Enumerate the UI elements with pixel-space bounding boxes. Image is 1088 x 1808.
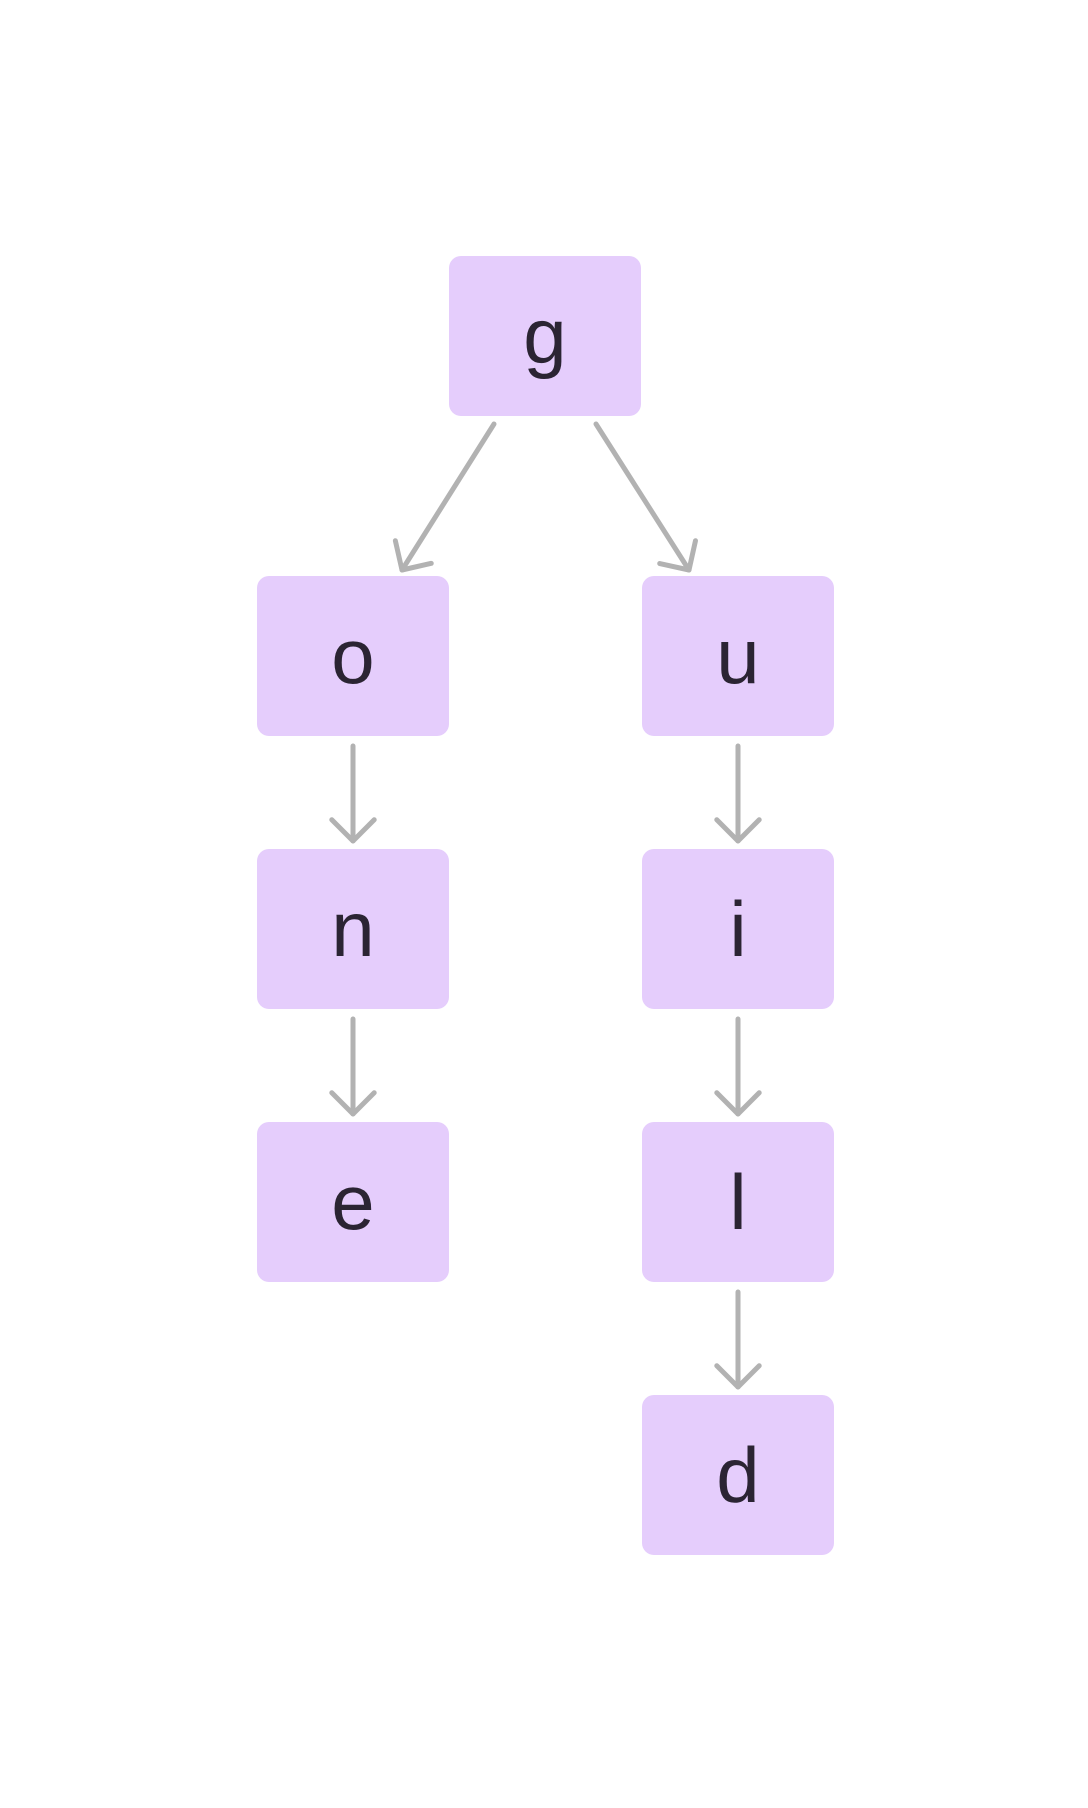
edge-l-d bbox=[714, 1289, 762, 1390]
node-box bbox=[642, 1395, 834, 1555]
node-d: d bbox=[642, 1395, 834, 1555]
node-box bbox=[449, 256, 641, 416]
arrowhead-icon bbox=[657, 538, 698, 573]
edge-o-n bbox=[329, 743, 377, 844]
arrowhead-icon bbox=[329, 817, 377, 844]
node-label: d bbox=[716, 1431, 759, 1519]
node-label: e bbox=[331, 1158, 374, 1246]
arrowhead-icon bbox=[714, 817, 762, 844]
edge-line bbox=[399, 421, 497, 573]
nodes-layer: g o u n i e l d bbox=[257, 256, 834, 1555]
edge-n-e bbox=[329, 1016, 377, 1117]
arrowhead-icon bbox=[714, 1090, 762, 1117]
node-u: u bbox=[642, 576, 834, 736]
arrowhead-icon bbox=[392, 538, 434, 573]
node-label: o bbox=[331, 612, 374, 700]
node-box bbox=[642, 849, 834, 1009]
arrowhead-icon bbox=[714, 1363, 762, 1390]
node-box bbox=[642, 576, 834, 736]
node-label: i bbox=[729, 885, 746, 973]
node-o: o bbox=[257, 576, 449, 736]
node-box bbox=[257, 576, 449, 736]
node-box bbox=[642, 1122, 834, 1282]
node-l: l bbox=[642, 1122, 834, 1282]
node-i: i bbox=[642, 849, 834, 1009]
edges-layer bbox=[329, 421, 762, 1390]
node-label: l bbox=[729, 1158, 746, 1246]
edge-g-o bbox=[392, 421, 497, 573]
node-label: u bbox=[716, 612, 759, 700]
node-n: n bbox=[257, 849, 449, 1009]
edge-i-l bbox=[714, 1016, 762, 1117]
edge-g-u bbox=[593, 421, 698, 573]
node-e: e bbox=[257, 1122, 449, 1282]
edge-u-i bbox=[714, 743, 762, 844]
arrowhead-icon bbox=[329, 1090, 377, 1117]
node-box bbox=[257, 849, 449, 1009]
node-g: g bbox=[449, 256, 641, 416]
node-label: n bbox=[331, 885, 374, 973]
node-label: g bbox=[523, 292, 566, 380]
node-box bbox=[257, 1122, 449, 1282]
edge-line bbox=[593, 421, 692, 573]
